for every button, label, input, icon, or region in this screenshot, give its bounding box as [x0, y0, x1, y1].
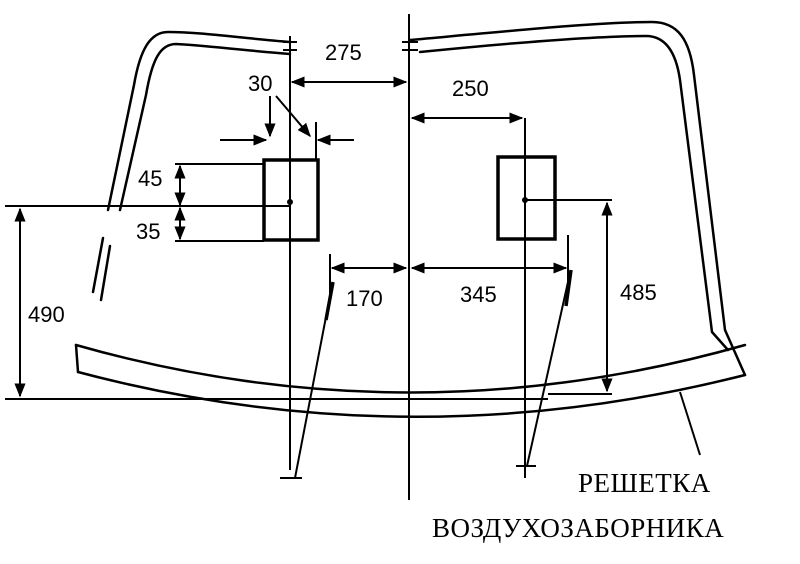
- windshield-left-lower-outer: [91, 236, 105, 294]
- caption-leader: [679, 391, 701, 456]
- nozzle-right-mark: [564, 269, 573, 307]
- dim-45-label: 45: [138, 166, 162, 191]
- spray-line-left: [294, 295, 331, 479]
- windshield-left-outer: [106, 30, 292, 212]
- dim-345-label: 345: [460, 282, 497, 307]
- caption-line-1: РЕШЕТКА: [578, 468, 711, 498]
- windshield-outline: [74, 20, 747, 418]
- windshield-right-outer: [408, 20, 747, 377]
- windshield-right-inner: [418, 34, 730, 352]
- spray-line-right: [526, 281, 569, 467]
- dim-30-leader-2: [275, 95, 311, 138]
- cowl-upper-edge: [74, 343, 747, 394]
- dim-275-label: 275: [325, 40, 362, 65]
- left-mount-rect: [262, 158, 320, 242]
- left-mount-center: [287, 199, 293, 205]
- centerline: [402, 14, 418, 500]
- dim-485-label: 485: [620, 280, 657, 305]
- left-axis: [283, 36, 297, 470]
- cowl-left-cap: [74, 343, 80, 374]
- dim-35-label: 35: [136, 219, 160, 244]
- dim-250-label: 250: [452, 76, 489, 101]
- windshield-left-inner: [118, 42, 292, 212]
- cowl-lower-edge: [76, 370, 747, 418]
- caption-line-2: ВОЗДУХОЗАБОРНИКА: [432, 513, 724, 543]
- dim-30-label: 30: [248, 71, 272, 96]
- dim-490-label: 490: [28, 302, 65, 327]
- right-mount-rect: [496, 155, 557, 241]
- windshield-left-lower-inner: [99, 244, 112, 302]
- dim-170-label: 170: [346, 286, 383, 311]
